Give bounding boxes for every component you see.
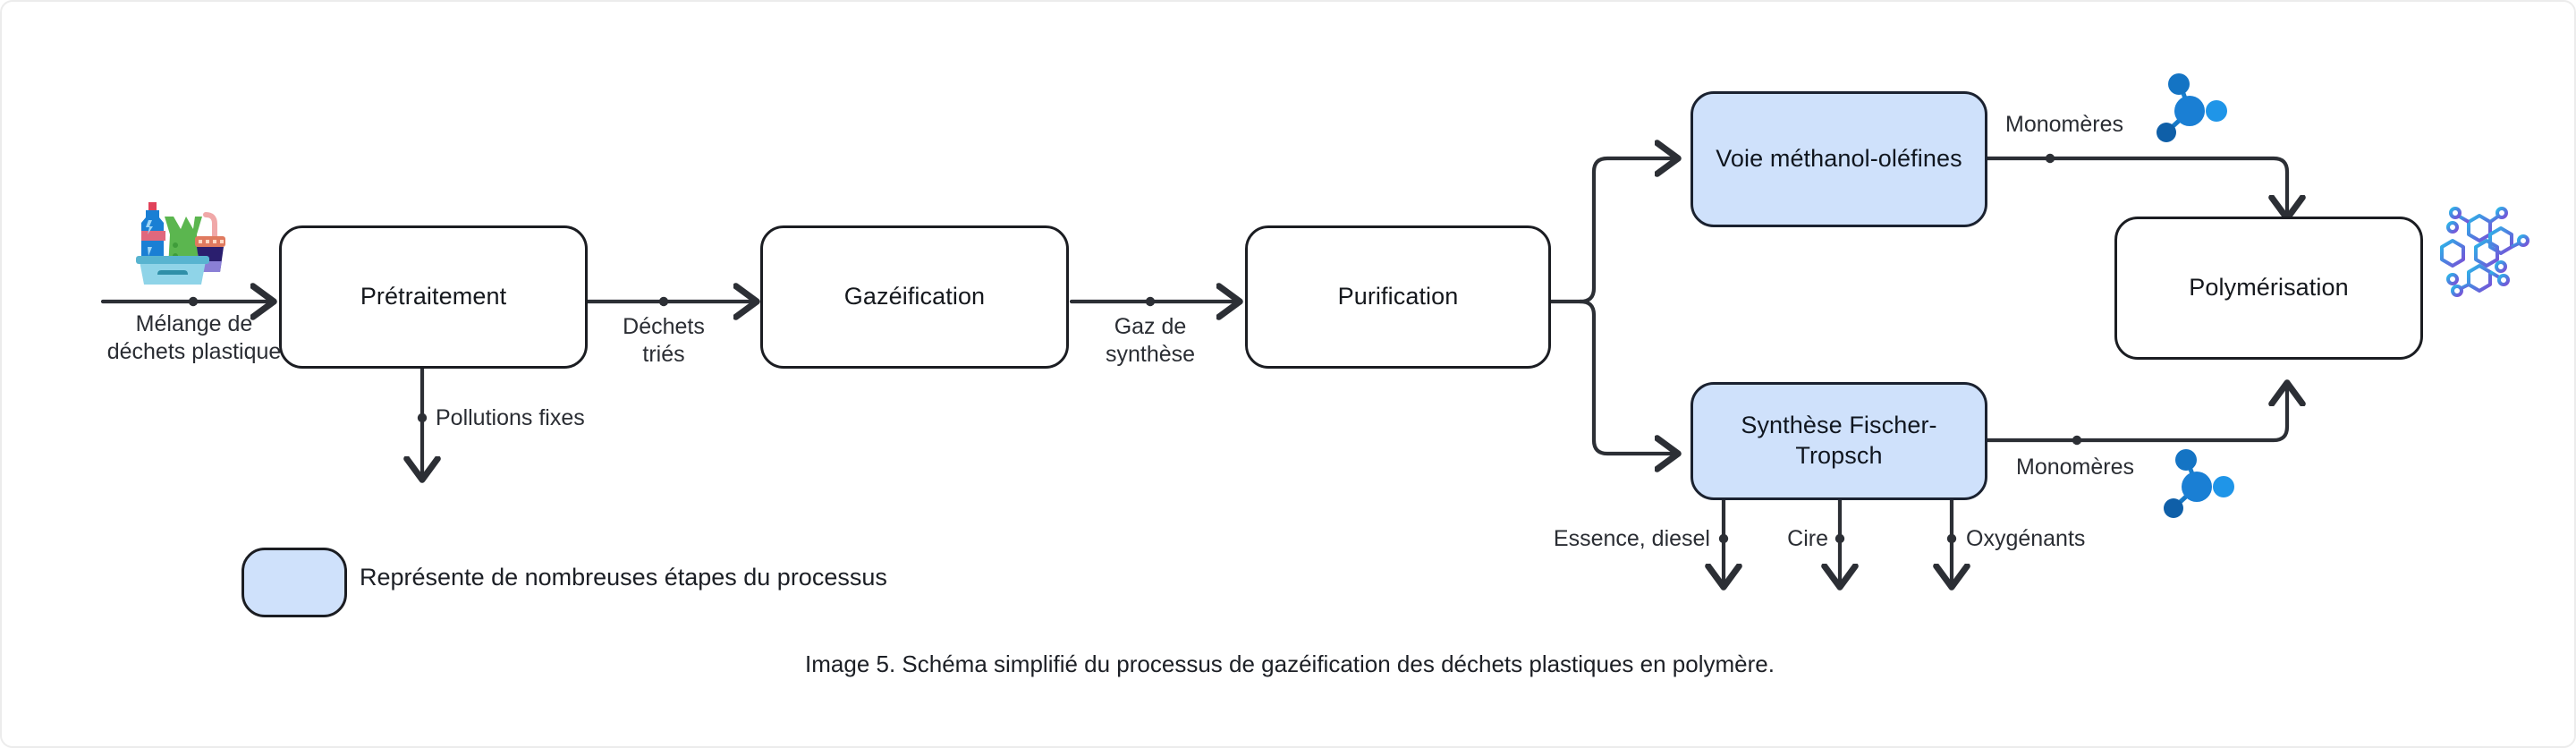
edge-label-pollutions-fixes: Pollutions fixes xyxy=(436,405,585,430)
node-gazeification[interactable]: Gazéification xyxy=(760,225,1069,369)
node-synthese-fischer-tropsch[interactable]: Synthèse Fischer-Tropsch xyxy=(1690,382,1987,500)
edge-label-dechets-tries: Déchets triés xyxy=(623,314,705,367)
node-label: Synthèse Fischer-Tropsch xyxy=(1741,412,1937,469)
monomer-molecule-icon xyxy=(2156,447,2245,524)
edge-label-oxygenants: Oxygénants xyxy=(1966,526,2086,551)
node-label: Purification xyxy=(1337,283,1459,310)
edge-label-essence-diesel: Essence, diesel xyxy=(1553,526,1710,551)
node-label: Voie méthanol-oléfines xyxy=(1716,145,1962,173)
node-label: Gazéification xyxy=(843,283,986,310)
edge-label-cire: Cire xyxy=(1787,526,1828,551)
node-polymerisation[interactable]: Polymérisation xyxy=(2114,217,2423,360)
legend-swatch xyxy=(242,548,347,617)
plastic-waste-icon xyxy=(129,193,233,293)
monomer-molecule-icon xyxy=(2148,72,2238,149)
polymer-molecule-icon xyxy=(2436,191,2542,297)
node-voie-methanol-olefines[interactable]: Voie méthanol-oléfines xyxy=(1690,91,1987,227)
edge-label-input: Mélange de déchets plastique xyxy=(106,311,282,364)
node-purification[interactable]: Purification xyxy=(1245,225,1551,369)
node-label: Prétraitement xyxy=(360,283,507,310)
edge-label-gaz-de-synthese: Gaz de synthèse xyxy=(1105,314,1196,367)
node-pretraitement[interactable]: Prétraitement xyxy=(279,225,588,369)
node-label: Polymérisation xyxy=(2189,274,2349,302)
edge-label-monomeres-top: Monomères xyxy=(2005,112,2123,137)
figure-caption: Image 5. Schéma simplifié du processus d… xyxy=(805,650,1775,677)
edge-label-monomeres-bottom: Monomères xyxy=(2016,455,2134,480)
legend-text: Représente de nombreuses étapes du proce… xyxy=(360,564,887,591)
